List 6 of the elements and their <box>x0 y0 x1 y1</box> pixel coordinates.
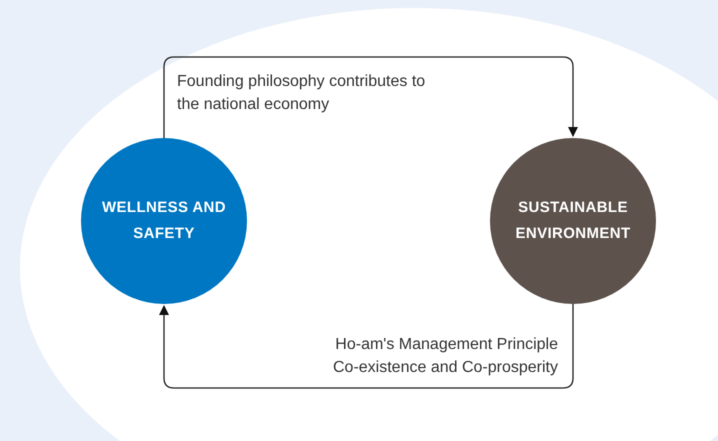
node-label: SUSTAINABLE ENVIRONMENT <box>514 198 632 244</box>
edge-label: Ho-am's Management Principle Co-existence and Co-prosperity <box>332 335 558 378</box>
arrow <box>159 304 574 389</box>
arrow <box>163 56 578 138</box>
edge-label: Founding philosophy contributes to the national economy <box>177 72 426 115</box>
node-label: WELLNESS AND SAFETY <box>101 198 227 244</box>
